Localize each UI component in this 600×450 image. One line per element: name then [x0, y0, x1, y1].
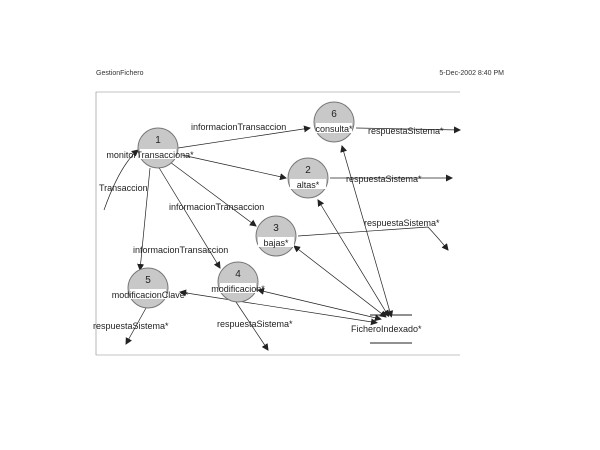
edge-6-out — [355, 126, 461, 134]
process-node-4-number: 4 — [235, 269, 241, 280]
flow-label-resp-2: respuestaSistema* — [346, 174, 422, 184]
edge-store-5 — [179, 289, 378, 326]
flow-label-info-2: informacionTransaccion — [169, 202, 264, 212]
process-node-2: 2 altas* — [287, 157, 329, 199]
flow-label-resp-3: respuestaSistema* — [364, 218, 440, 228]
process-node-6-number: 6 — [331, 109, 337, 120]
flow-label-info-1: informacionTransaccion — [191, 122, 286, 132]
process-node-6-label: consulta* — [315, 124, 353, 134]
header-title: GestionFichero — [96, 70, 144, 77]
store-label: FicheroIndexado* — [351, 324, 422, 334]
flow-label-resp-4: respuestaSistema* — [217, 319, 293, 329]
flow-label-transaccion: Transaccion — [99, 183, 148, 193]
process-node-6: 6 consulta* — [313, 101, 355, 143]
edge-in-transaccion — [103, 149, 139, 211]
process-node-5: 5 modificacionClave* — [112, 267, 189, 309]
process-node-3-label: bajas* — [263, 238, 289, 248]
process-node-3: 3 bajas* — [255, 215, 297, 257]
process-node-4-label: modificacion* — [211, 284, 265, 294]
edge-1-to-6 — [177, 125, 311, 149]
flow-label-resp-5: respuestaSistema* — [93, 321, 169, 331]
edge-store-3 — [293, 245, 387, 318]
process-node-5-number: 5 — [145, 275, 151, 286]
edge-1-to-3 — [169, 161, 257, 227]
edge-store-2 — [317, 199, 390, 318]
edge-store-4 — [257, 287, 382, 322]
process-node-3-number: 3 — [273, 223, 279, 234]
header-timestamp: 5-Dec-2002 8:40 PM — [439, 70, 504, 77]
process-node-1-number: 1 — [155, 135, 161, 146]
edge-5-out — [125, 307, 147, 345]
process-node-2-label: altas* — [297, 180, 320, 190]
process-node-1: 1 monitorTransacciona* — [106, 127, 194, 169]
process-node-2-number: 2 — [305, 165, 311, 176]
edge-1-to-5 — [137, 167, 151, 271]
process-node-5-label: modificacionClave* — [112, 290, 189, 300]
edge-1-to-4 — [157, 165, 221, 269]
diagram-frame — [95, 91, 460, 356]
edge-3-out — [297, 226, 449, 251]
flow-label-info-3: informacionTransaccion — [133, 245, 228, 255]
process-node-1-label: monitorTransacciona* — [106, 150, 194, 160]
process-node-4: 4 modificacion* — [211, 261, 265, 303]
edge-1-to-2 — [181, 154, 287, 181]
flow-label-resp-6: respuestaSistema* — [368, 126, 444, 136]
edge-store-6 — [340, 145, 394, 318]
